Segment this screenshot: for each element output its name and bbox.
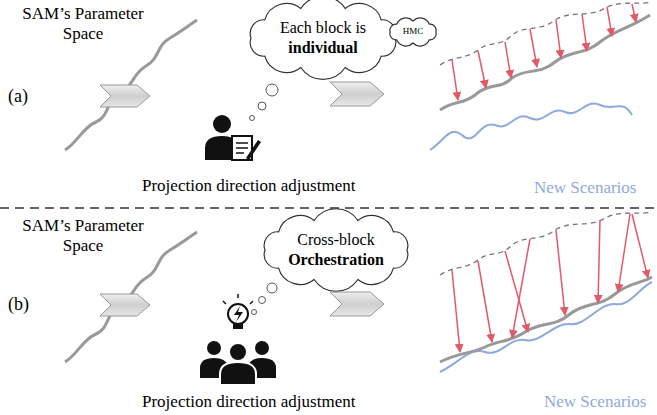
- parameter-curve: [440, 277, 652, 362]
- caption-text: Projection direction adjustment: [142, 392, 355, 412]
- thought-cloud: Cross-blockOrchestration: [262, 216, 410, 284]
- lightbulb-icon: [223, 294, 253, 329]
- thought-cloud: Each block isindividual: [248, 4, 398, 72]
- panel-tag: (a): [8, 86, 28, 107]
- small-cloud: HMC: [387, 18, 439, 46]
- panel-a-art: [65, 2, 652, 160]
- chevron-arrow: [100, 294, 150, 316]
- projection-arrows: [452, 4, 636, 100]
- caption-text: Projection direction adjustment: [142, 176, 355, 196]
- thought-bubble: [258, 102, 266, 110]
- parameter-curve: [440, 15, 650, 110]
- thought-bubble: [252, 310, 257, 315]
- chevron-arrow: [330, 82, 384, 106]
- panel-heading: SAM’s Parameter Space: [8, 216, 158, 255]
- people-icon: [200, 341, 276, 385]
- scenario-curve: [440, 282, 652, 372]
- separator-line: [0, 207, 657, 208]
- cloud-text: Each block is: [280, 18, 366, 38]
- cloud-text: HMC: [403, 26, 424, 37]
- panel-tag: (b): [8, 294, 29, 315]
- projection-arrows: [452, 214, 648, 352]
- cloud-outline: [262, 216, 410, 284]
- scenario-label: New Scenarios: [534, 178, 636, 198]
- cloud-text: Orchestration: [288, 250, 384, 270]
- scenario-curve: [430, 103, 632, 150]
- thought-bubble: [259, 297, 266, 304]
- dashed-curve: [440, 212, 652, 275]
- thought-bubble: [266, 84, 278, 96]
- panel-heading: SAM’s Parameter Space: [8, 4, 158, 43]
- cloud-text: Cross-block: [297, 230, 374, 250]
- person-icon: [205, 115, 261, 160]
- thought-bubble: [267, 283, 277, 293]
- dashed-curve: [440, 2, 652, 65]
- scenario-label: New Scenarios: [544, 392, 646, 412]
- panel-b-art: [65, 212, 652, 385]
- cloud-text: individual: [288, 38, 357, 58]
- chevron-arrow: [100, 85, 150, 107]
- thought-bubble: [250, 116, 255, 121]
- cloud-outline: [248, 4, 398, 72]
- chevron-arrow: [330, 292, 384, 316]
